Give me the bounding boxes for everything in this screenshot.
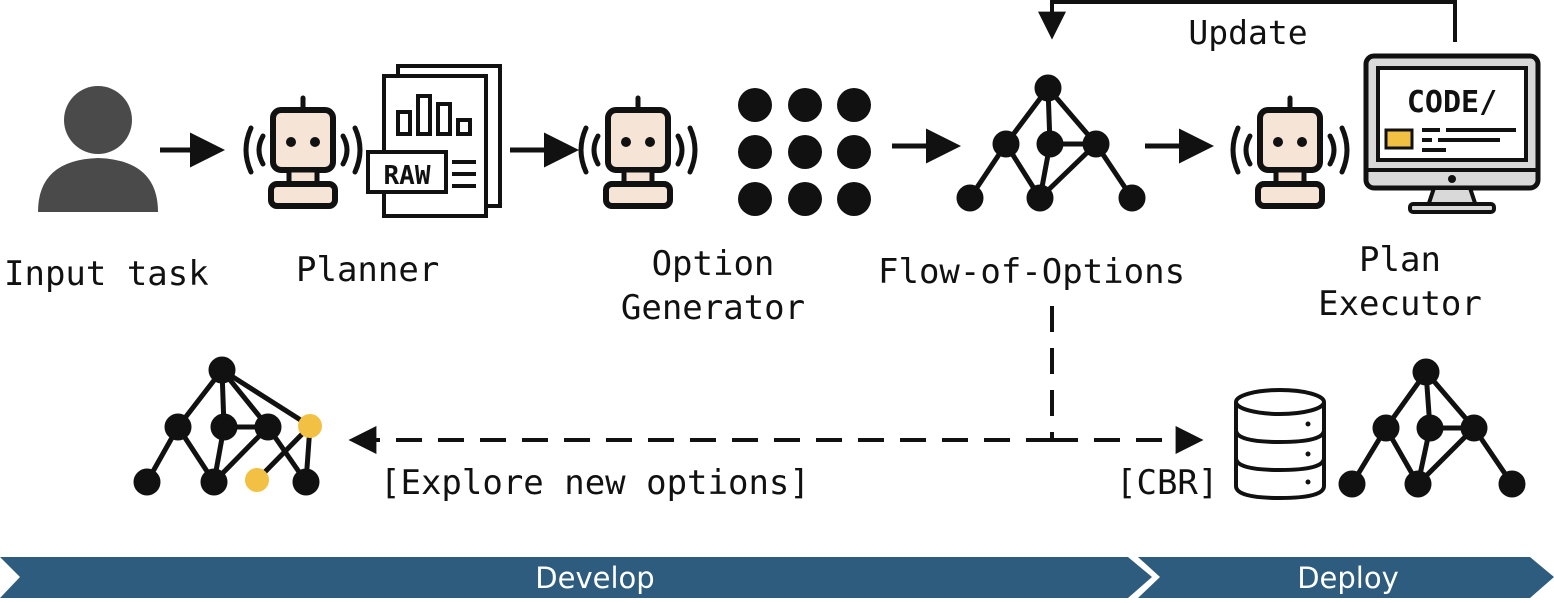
option-generator-robot-icon (581, 98, 695, 206)
cbr-label: [CBR] (1116, 463, 1219, 503)
deploy-stage-label: Deploy (1297, 561, 1399, 595)
update-label: Update (1188, 13, 1307, 52)
update-loop-arrow (1038, 0, 1457, 42)
develop-stage-label: Develop (535, 561, 654, 595)
monitor-code-text: CODE/ (1407, 85, 1497, 120)
deploy-stage-chevron (1138, 557, 1554, 598)
explore-new-options-label: [Explore new options] (380, 463, 810, 503)
flow-of-options-graph-icon (956, 74, 1146, 212)
database-icon (1234, 388, 1326, 501)
plan-executor-label-line1: Plan (1359, 240, 1441, 280)
input-task-label: Input task (4, 254, 209, 294)
raw-report-icon: RAW (366, 64, 502, 218)
options-dots-icon (738, 88, 871, 216)
stage-banner: Develop Deploy (0, 557, 1554, 598)
flow-of-options-label: Flow-of-Options (878, 252, 1186, 292)
option-generator-label-line2: Generator (620, 288, 806, 328)
explored-graph-icon (133, 356, 322, 496)
report-raw-text: RAW (384, 161, 431, 191)
plan-executor-label-line2: Executor (1318, 284, 1482, 324)
code-monitor-icon: CODE/ (1363, 53, 1541, 214)
planner-robot-icon (246, 98, 360, 206)
option-generator-label-line1: Option (651, 244, 775, 284)
user-icon (38, 86, 158, 212)
develop-stage-chevron (0, 557, 1152, 598)
retrieved-graph-icon (1338, 358, 1526, 498)
planner-label: Planner (296, 250, 440, 290)
plan-executor-robot-icon (1233, 98, 1347, 206)
